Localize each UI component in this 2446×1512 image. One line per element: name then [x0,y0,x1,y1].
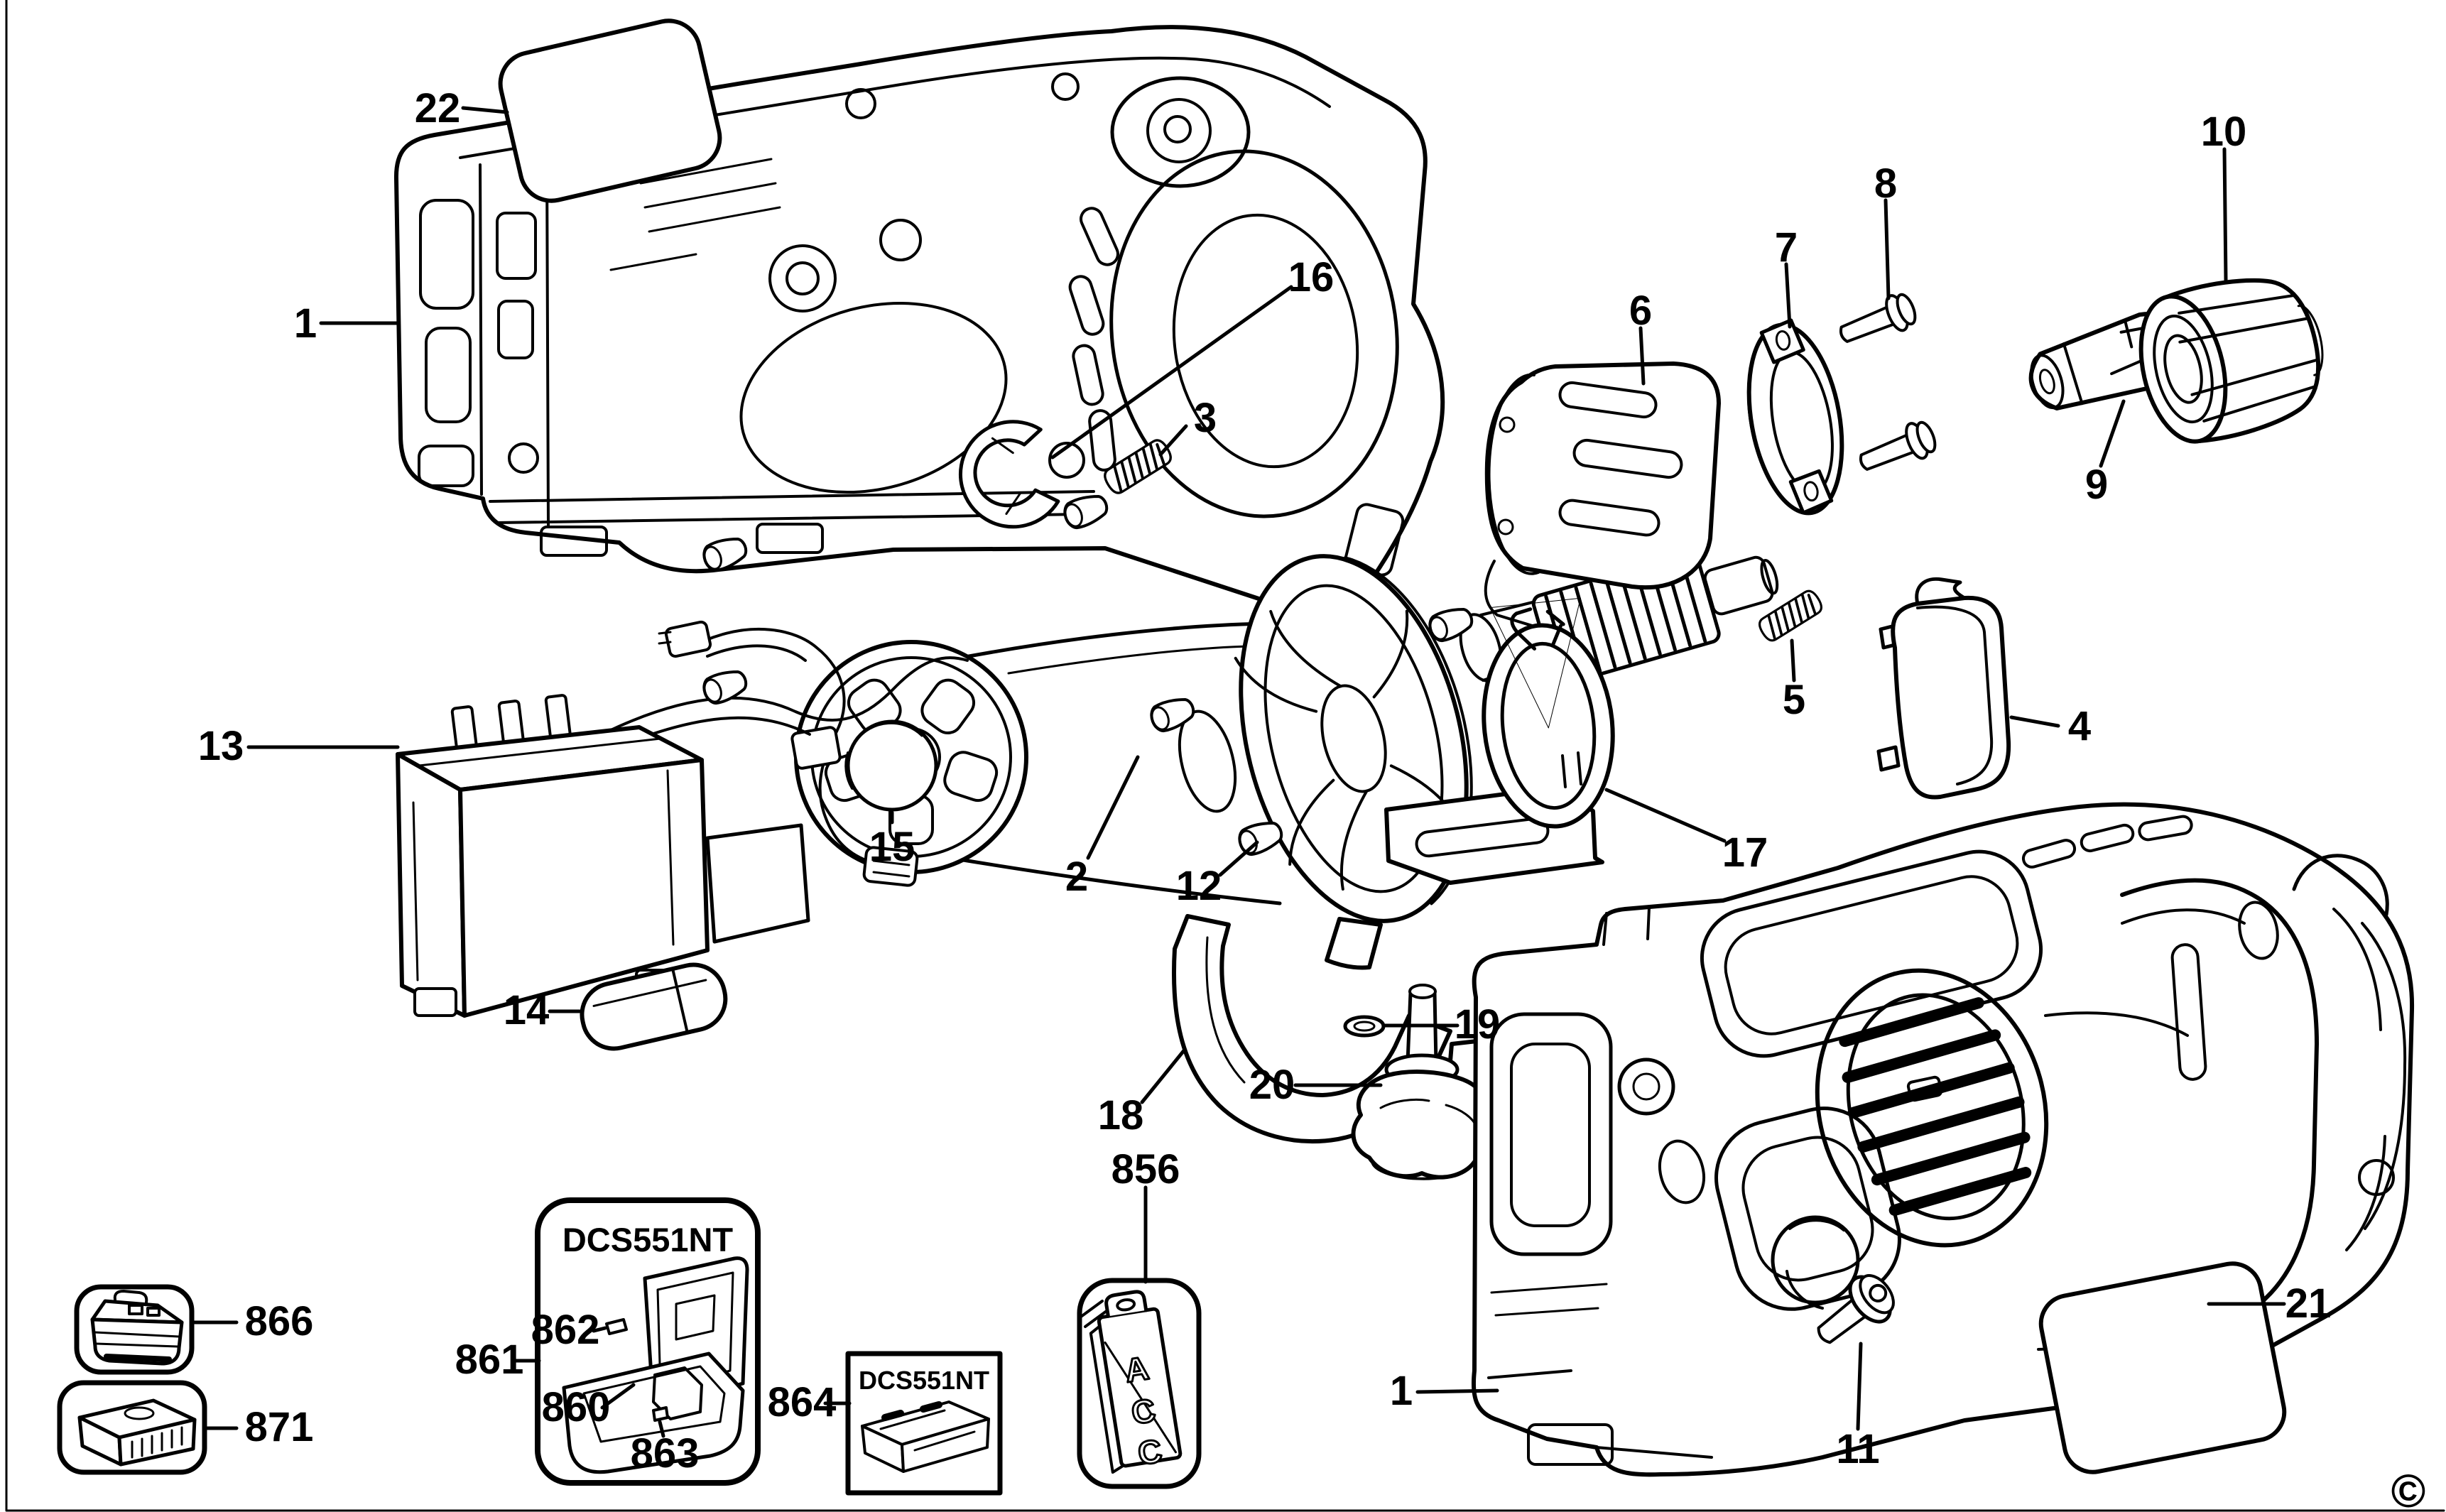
callout-15: 15 [869,824,915,870]
cap [844,719,938,812]
nameplate-label [2038,1261,2287,1474]
callout-860: 860 [542,1384,611,1430]
callout-10: 10 [2201,109,2247,155]
kit-box-title: DCS551NT [562,1221,734,1258]
collet-nut [2138,278,2324,444]
screw-11 [1817,1274,1895,1344]
callout-11: 11 [1836,1426,1879,1472]
thumb-knob [1351,984,1494,1180]
lock-lever [1876,577,2011,800]
battery-pack-box [74,1284,195,1375]
leader-lines [192,106,2286,1438]
callout-4: 4 [2068,703,2091,749]
callout-863: 863 [631,1430,700,1476]
callout-16: 16 [1288,254,1335,300]
charger-box [57,1380,207,1475]
accessory-box: A C C [1077,1278,1202,1489]
bare-tool-box-title: DCS551NT [859,1366,989,1395]
motor-mount [1484,361,1721,632]
callout-7: 7 [1775,224,1798,271]
callout-871: 871 [245,1404,314,1450]
retaining-clip [958,420,1060,529]
callout-5: 5 [1783,677,1805,723]
callout-3: 3 [1194,395,1217,441]
o-ring [1343,1015,1386,1038]
callout-8: 8 [1874,161,1897,207]
callout-856: 856 [1111,1146,1180,1192]
warning-label-sticker [498,18,722,203]
callout-20: 20 [1249,1062,1295,1108]
depth-guide-bracket [1384,597,1615,885]
callout-12: 12 [1176,863,1222,909]
brush-wire-assembly [658,620,919,887]
callout-21: 21 [2285,1280,2332,1327]
callout-19: 19 [1455,1001,1501,1048]
switch-assembly [396,656,969,1018]
lock-button [580,962,728,1051]
callout-9: 9 [2085,462,2108,508]
callout-861: 861 [455,1337,524,1383]
page-border [5,0,2445,1512]
callout-labels: 22 1 16 3 6 7 8 10 9 5 4 17 2 15 12 13 1… [198,85,2332,1476]
callout-18: 18 [1098,1092,1144,1138]
callout-1-upper: 1 [294,300,317,347]
callout-6: 6 [1629,288,1652,334]
callout-864: 864 [768,1379,837,1425]
adapter-plate [1746,318,1844,516]
callout-862: 862 [531,1307,600,1353]
copyright-icon: © [2391,1464,2426,1512]
bare-tool-box: DCS551NT [845,1351,1003,1496]
callout-14: 14 [504,987,550,1033]
screws-8 [1839,293,1937,471]
callout-13: 13 [198,723,244,769]
callout-1-lower: 1 [1390,1368,1413,1414]
kit-box: DCS551NT [535,1197,761,1486]
callout-22: 22 [415,85,461,131]
acc-letter-c1: C [1129,1391,1158,1432]
callout-17: 17 [1722,830,1768,876]
callout-2: 2 [1065,854,1088,900]
acc-letter-a: A [1122,1349,1151,1390]
callout-866: 866 [245,1298,314,1344]
